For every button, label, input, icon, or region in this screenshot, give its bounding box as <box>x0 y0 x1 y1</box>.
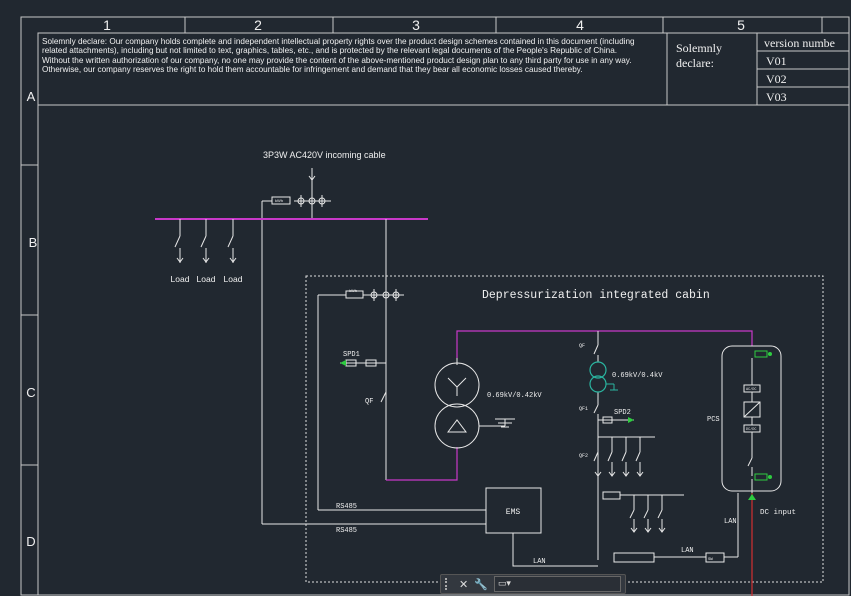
transformer-1-ratio: 0.69kV/0.42kV <box>487 392 542 400</box>
inner-border <box>37 32 850 596</box>
rs485-label-1: RS485 <box>336 503 357 511</box>
declaration-line-1: Solemnly declare: Our company holds comp… <box>42 37 635 46</box>
row-header <box>21 164 38 466</box>
dc-input-label: DC input <box>760 509 796 517</box>
ems-label: EMS <box>506 508 521 517</box>
incoming-feeder <box>261 168 331 524</box>
command-toolbar[interactable]: ✕ 🔧 ▭▾ <box>440 574 626 594</box>
declaration-line-2: related attachments), including but not … <box>42 46 617 55</box>
load-label-3: Load <box>224 274 243 284</box>
command-input[interactable]: ▭▾ <box>493 576 621 592</box>
declaration-block <box>38 33 849 106</box>
version-row-2: V02 <box>766 72 787 86</box>
lan-label-1: LAN <box>533 558 546 566</box>
version-row-3: V03 <box>766 90 787 104</box>
row-letter-c: C <box>26 385 35 400</box>
declare-label-2: declare: <box>676 56 714 70</box>
rs485-label-2: RS485 <box>336 527 357 535</box>
declare-label-1: Solemnly <box>676 41 722 55</box>
meter-2-label: kWh <box>349 288 357 293</box>
lan-links <box>512 493 739 567</box>
cabin-feeder <box>262 219 486 525</box>
column-number-2: 2 <box>254 17 262 33</box>
spd2-ground-icon <box>628 417 634 423</box>
spd2-label: SPD2 <box>614 409 631 417</box>
row-letter-b: B <box>29 235 38 250</box>
declaration-line-3: Without the written authorization of our… <box>42 56 632 65</box>
cabin-bus-loop <box>386 330 753 481</box>
qf-right-label-1: QF <box>579 343 585 349</box>
column-header <box>184 17 823 33</box>
switch-label: SW <box>708 558 713 562</box>
grip-icon[interactable] <box>445 578 453 590</box>
column-number-1: 1 <box>103 17 111 33</box>
pcs-acdc-label: AC/DC <box>746 387 757 392</box>
row-letter-a: A <box>27 89 36 104</box>
row-letter-d: D <box>26 534 35 549</box>
lan-label-2: LAN <box>681 547 694 555</box>
version-row-1: V01 <box>766 54 787 68</box>
column-number-3: 3 <box>412 17 420 33</box>
cabin-title: Depressurization integrated cabin <box>482 289 710 302</box>
load-label-2: Load <box>197 274 216 284</box>
load-label-1: Load <box>171 274 190 284</box>
pcs-connectors <box>754 350 772 481</box>
column-number-5: 5 <box>737 17 745 33</box>
dc-input-arrow-icon <box>748 494 756 500</box>
spd1-ground-icon <box>340 360 346 366</box>
qf-right-label-3: QF2 <box>579 453 588 459</box>
lan-label-3: LAN <box>724 518 737 526</box>
meter-1-label: kWh <box>275 198 283 203</box>
qf-label: QF <box>365 398 373 406</box>
pcs-dcdc-label: DC/DC <box>746 427 757 432</box>
version-header: version numbe <box>764 36 835 50</box>
close-icon[interactable]: ✕ <box>459 577 469 591</box>
load-feeders <box>174 219 237 263</box>
column-number-4: 4 <box>576 17 584 33</box>
pcs-label: PCS <box>707 416 720 424</box>
spd1-label: SPD1 <box>343 351 360 359</box>
transformer-1-icon <box>434 358 515 449</box>
pcs-cabinet <box>721 345 782 493</box>
qf-right-label-2: QF1 <box>579 406 588 412</box>
transformer-2-icon <box>589 361 618 393</box>
incoming-cable-label: 3P3W AC420V incoming cable <box>263 150 386 160</box>
outer-border <box>20 16 850 596</box>
transformer-2-ratio: 0.69kV/0.4kV <box>612 372 663 380</box>
wrench-icon[interactable]: 🔧 <box>474 577 488 591</box>
declaration-line-4: Otherwise, our company reserves the righ… <box>42 65 583 74</box>
aux-branch <box>593 331 684 560</box>
